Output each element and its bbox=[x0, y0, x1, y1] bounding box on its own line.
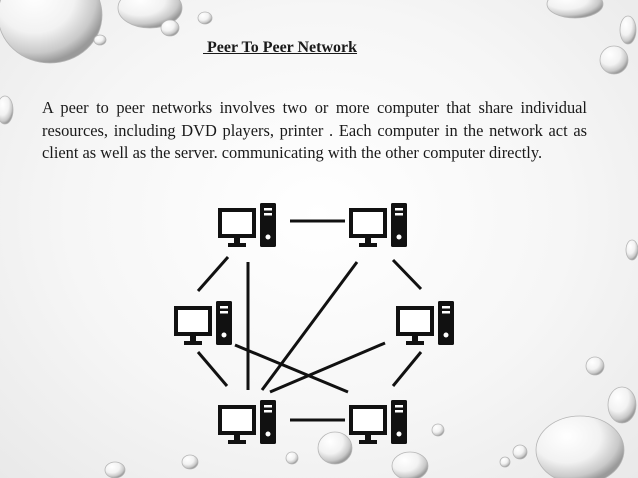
slide-title: Peer To Peer Network bbox=[203, 39, 358, 56]
desktop-computer-icon bbox=[349, 203, 407, 247]
network-link-middle-right-to-bottom-right bbox=[391, 351, 423, 387]
network-link-middle-left-to-bottom-left bbox=[196, 351, 229, 387]
droplet bbox=[625, 239, 638, 261]
desktop-computer-icon bbox=[218, 203, 276, 247]
droplet bbox=[599, 45, 629, 75]
droplet bbox=[160, 19, 180, 37]
slide-body-text: A peer to peer networks involves two or … bbox=[42, 98, 587, 162]
peer-to-peer-network-diagram bbox=[174, 203, 454, 444]
network-link-top-right-to-middle-right bbox=[391, 258, 423, 291]
droplet bbox=[546, 0, 604, 19]
droplet bbox=[104, 461, 126, 478]
droplet bbox=[431, 423, 445, 437]
desktop-computer-icon bbox=[174, 301, 232, 345]
droplet bbox=[0, 0, 103, 64]
droplet bbox=[499, 456, 511, 468]
droplet bbox=[0, 95, 14, 125]
droplet bbox=[317, 431, 353, 465]
network-links bbox=[196, 219, 423, 422]
network-link-top-right-to-bottom-left bbox=[260, 261, 359, 391]
desktop-computer-icon bbox=[349, 400, 407, 444]
droplet bbox=[197, 11, 213, 25]
network-link-middle-right-to-bottom-left bbox=[269, 341, 386, 394]
droplet bbox=[535, 415, 625, 478]
network-link-middle-left-to-bottom-right bbox=[234, 343, 349, 394]
network-nodes bbox=[174, 203, 454, 444]
droplet bbox=[512, 444, 528, 460]
desktop-computer-icon bbox=[396, 301, 454, 345]
droplet bbox=[607, 386, 637, 424]
droplet bbox=[391, 451, 429, 478]
desktop-computer-icon bbox=[218, 400, 276, 444]
droplet bbox=[619, 15, 637, 45]
droplet bbox=[285, 451, 299, 465]
droplet bbox=[181, 454, 199, 470]
droplet bbox=[585, 356, 605, 376]
network-link-top-left-to-middle-left bbox=[196, 256, 230, 292]
droplet bbox=[93, 34, 107, 46]
